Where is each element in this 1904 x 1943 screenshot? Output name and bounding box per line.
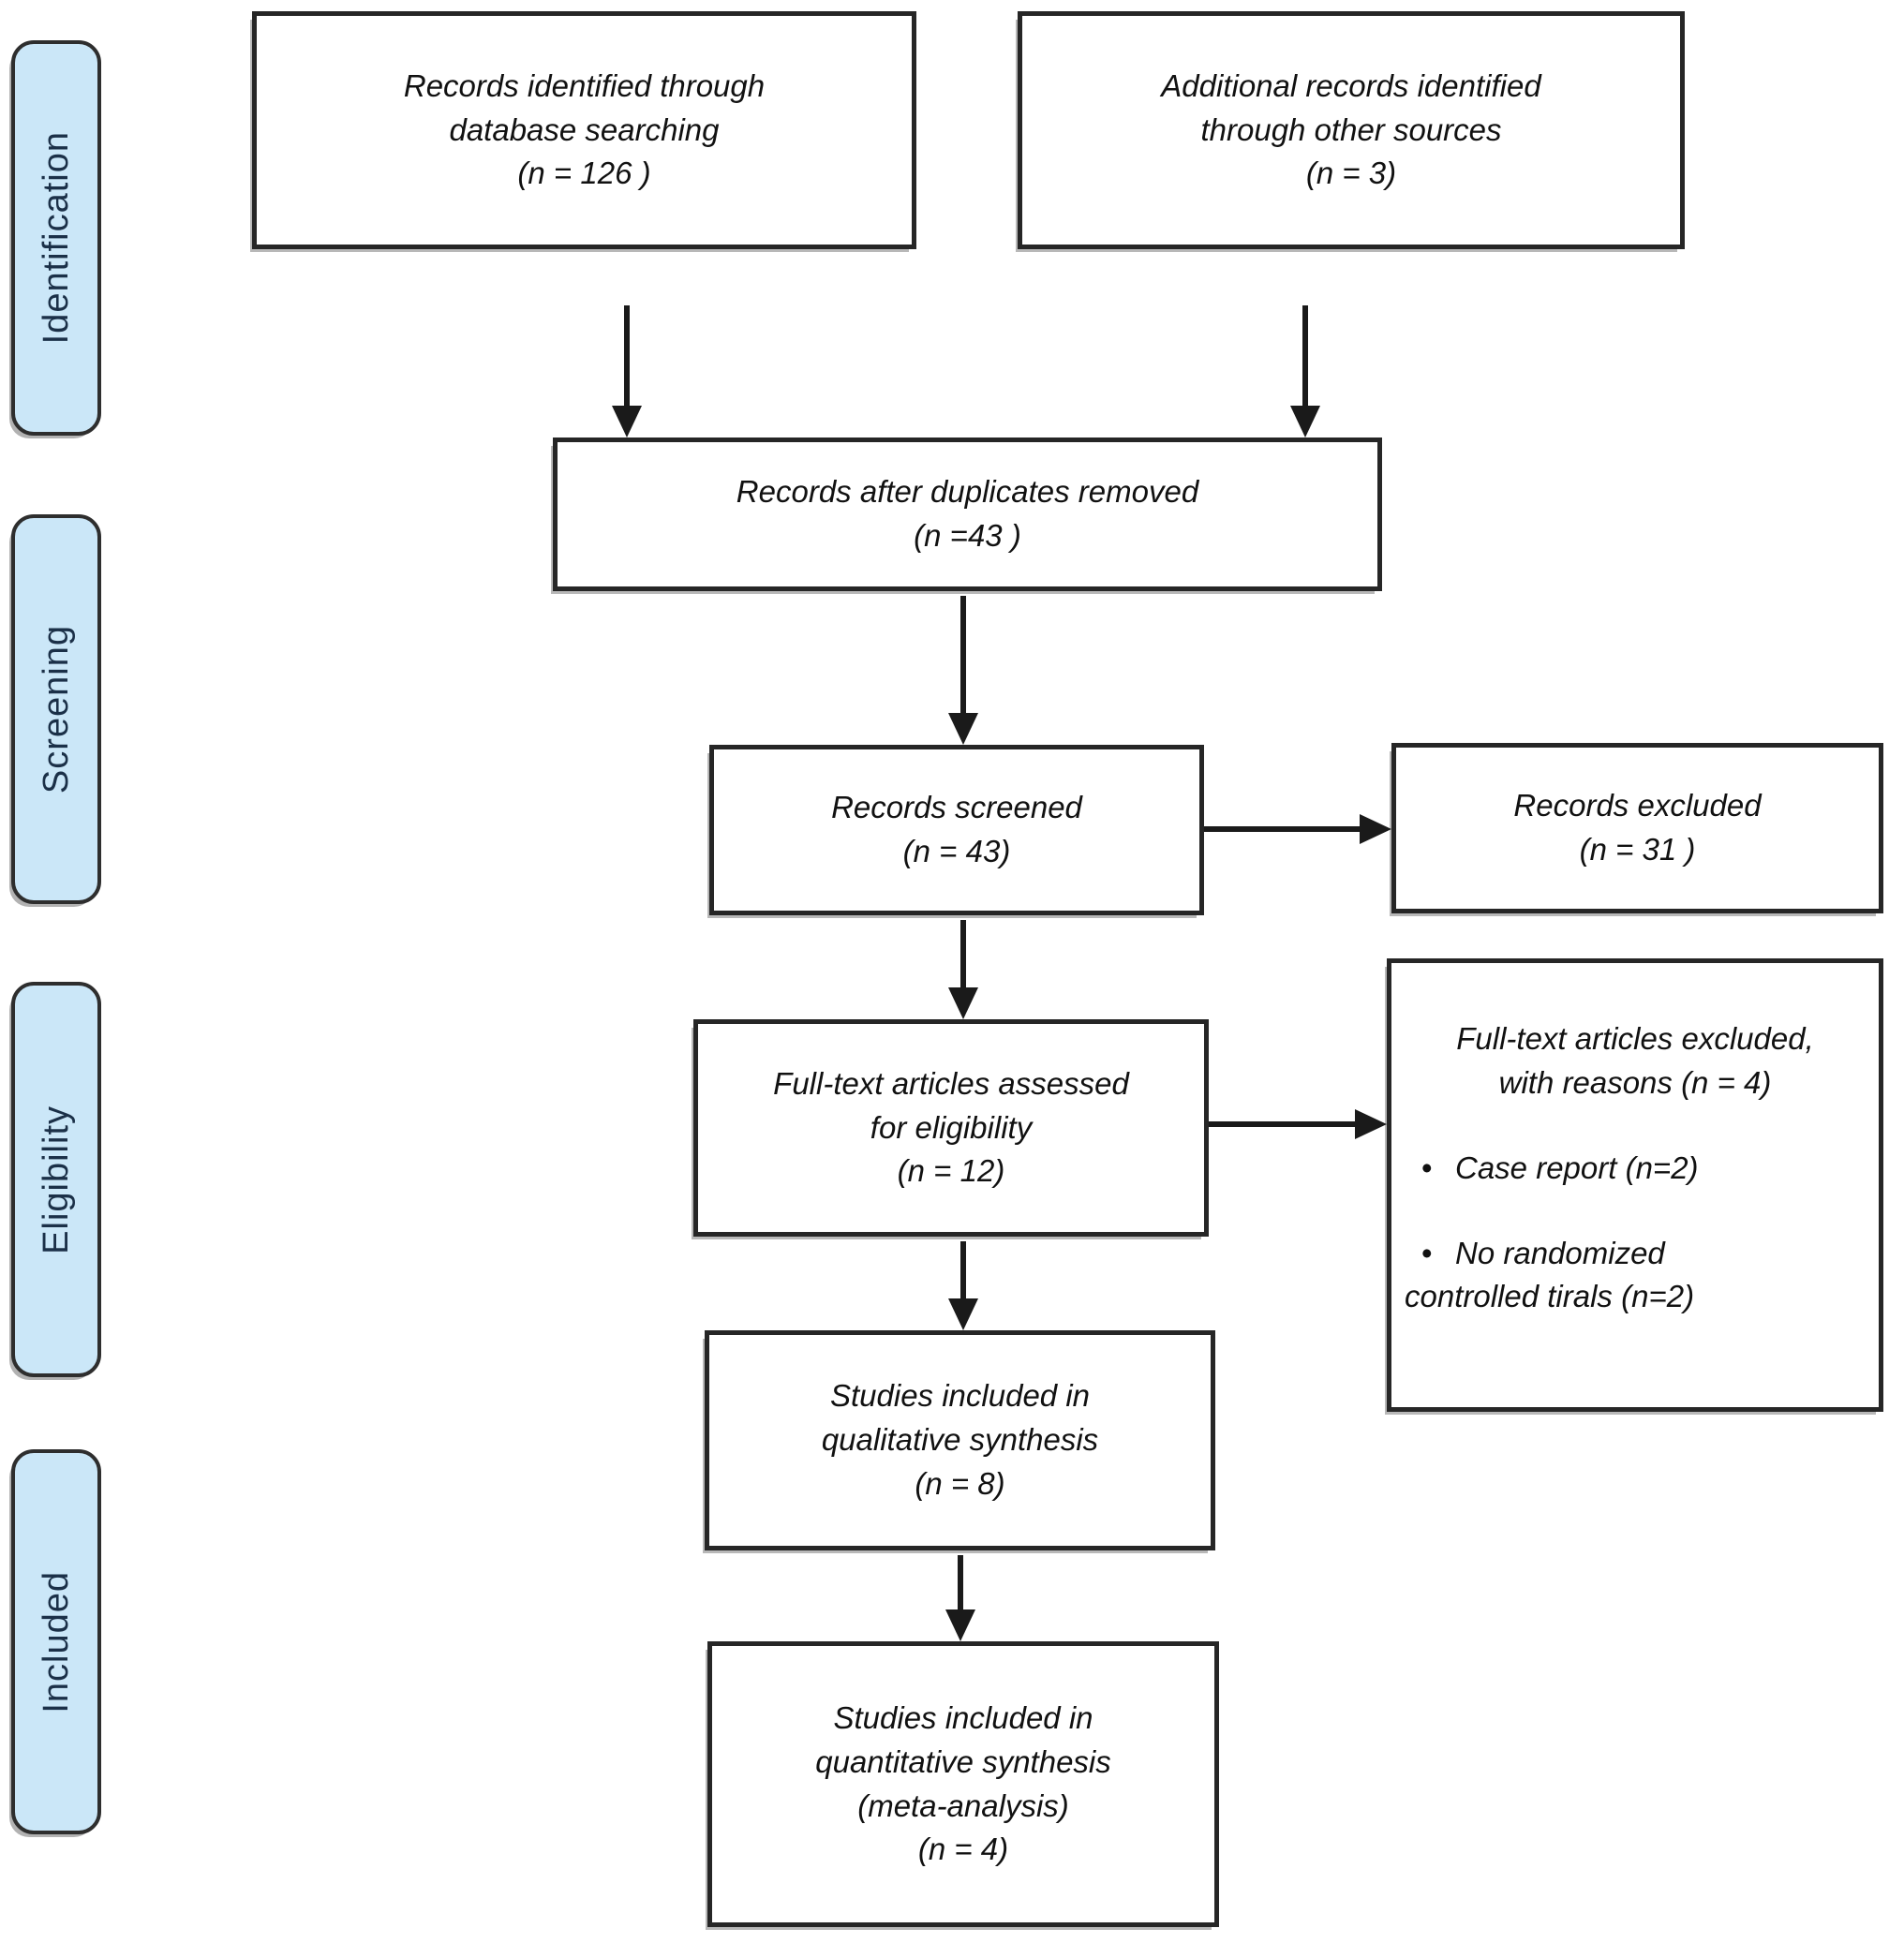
box-quantitative-line: Studies included in xyxy=(833,1699,1093,1735)
arrow-duplicates-to-screened xyxy=(960,596,966,713)
box-duplicates-removed: Records after duplicates removed (n =43 … xyxy=(553,438,1382,591)
box-records-identified-count: (n = 126 ) xyxy=(517,156,651,191)
box-additional-records-line: through other sources xyxy=(1200,111,1502,147)
stage-screening-label: Screening xyxy=(36,624,76,794)
box-additional-records-count: (n = 3) xyxy=(1305,156,1397,191)
box-fulltext-assessed-count: (n = 12) xyxy=(897,1153,1005,1189)
arrow-qualitative-to-quantitative xyxy=(958,1555,963,1609)
exclusion-reason-no-rct-cont: controlled tirals (n=2) xyxy=(1405,1279,1695,1314)
stage-screening: Screening xyxy=(11,514,101,904)
box-duplicates-removed-count: (n =43 ) xyxy=(914,518,1021,553)
box-records-identified-line: database searching xyxy=(449,111,720,147)
stage-eligibility-label: Eligibility xyxy=(36,1105,76,1254)
box-quantitative-synthesis: Studies included in quantitative synthes… xyxy=(707,1641,1219,1927)
box-records-screened-line: Records screened xyxy=(831,790,1082,825)
box-additional-records-line: Additional records identified xyxy=(1161,67,1541,103)
box-qualitative-count: (n = 8) xyxy=(915,1465,1005,1501)
box-records-identified-line: Records identified through xyxy=(403,67,766,103)
box-duplicates-removed-line: Records after duplicates removed xyxy=(736,474,1199,510)
arrow-screened-to-fulltext xyxy=(960,920,966,987)
box-fulltext-assessed-line: Full-text articles assessed xyxy=(773,1065,1129,1101)
box-fulltext-excluded-title-line: Full-text articles excluded, xyxy=(1456,1021,1814,1056)
box-fulltext-excluded: Full-text articles excluded, with reason… xyxy=(1387,958,1883,1412)
arrow-database-to-duplicates xyxy=(624,305,630,406)
box-records-screened-count: (n = 43) xyxy=(902,834,1011,868)
box-qualitative-line: qualitative synthesis xyxy=(821,1422,1099,1458)
box-records-screened: Records screened (n = 43) xyxy=(709,745,1204,915)
box-additional-records: Additional records identified through ot… xyxy=(1018,11,1685,249)
exclusion-reason-case-report: Case report (n=2) xyxy=(1391,1147,1879,1191)
box-fulltext-assessed: Full-text articles assessed for eligibil… xyxy=(693,1019,1209,1237)
box-qualitative-line: Studies included in xyxy=(829,1378,1091,1414)
arrow-fulltext-to-qualitative xyxy=(960,1241,966,1298)
box-records-excluded-line: Records excluded xyxy=(1513,788,1762,823)
arrow-othersources-to-duplicates xyxy=(1302,305,1308,406)
stage-included-label: Included xyxy=(36,1570,76,1713)
box-quantitative-count: (n = 4) xyxy=(917,1832,1009,1867)
box-qualitative-synthesis: Studies included in qualitative synthesi… xyxy=(705,1330,1215,1550)
box-records-identified: Records identified through database sear… xyxy=(252,11,916,249)
box-records-excluded-count: (n = 31 ) xyxy=(1579,832,1696,867)
box-records-excluded: Records excluded (n = 31 ) xyxy=(1391,743,1883,913)
arrow-screened-to-excluded xyxy=(1204,826,1360,832)
box-quantitative-line: quantitative synthesis xyxy=(815,1743,1111,1779)
box-fulltext-assessed-line: for eligibility xyxy=(870,1109,1033,1145)
exclusion-reason-no-rct: No randomized xyxy=(1391,1232,1879,1276)
box-quantitative-line: (meta-analysis) xyxy=(857,1787,1069,1823)
stage-eligibility: Eligibility xyxy=(11,982,101,1377)
box-fulltext-excluded-title-line: with reasons (n = 4) xyxy=(1498,1064,1772,1100)
arrow-fulltext-to-excluded xyxy=(1209,1121,1355,1127)
stage-included: Included xyxy=(11,1449,101,1834)
box-fulltext-excluded-title: Full-text articles excluded, with reason… xyxy=(1391,1017,1879,1105)
stage-identification: Identification xyxy=(11,40,101,436)
stage-identification-label: Identification xyxy=(36,131,76,345)
